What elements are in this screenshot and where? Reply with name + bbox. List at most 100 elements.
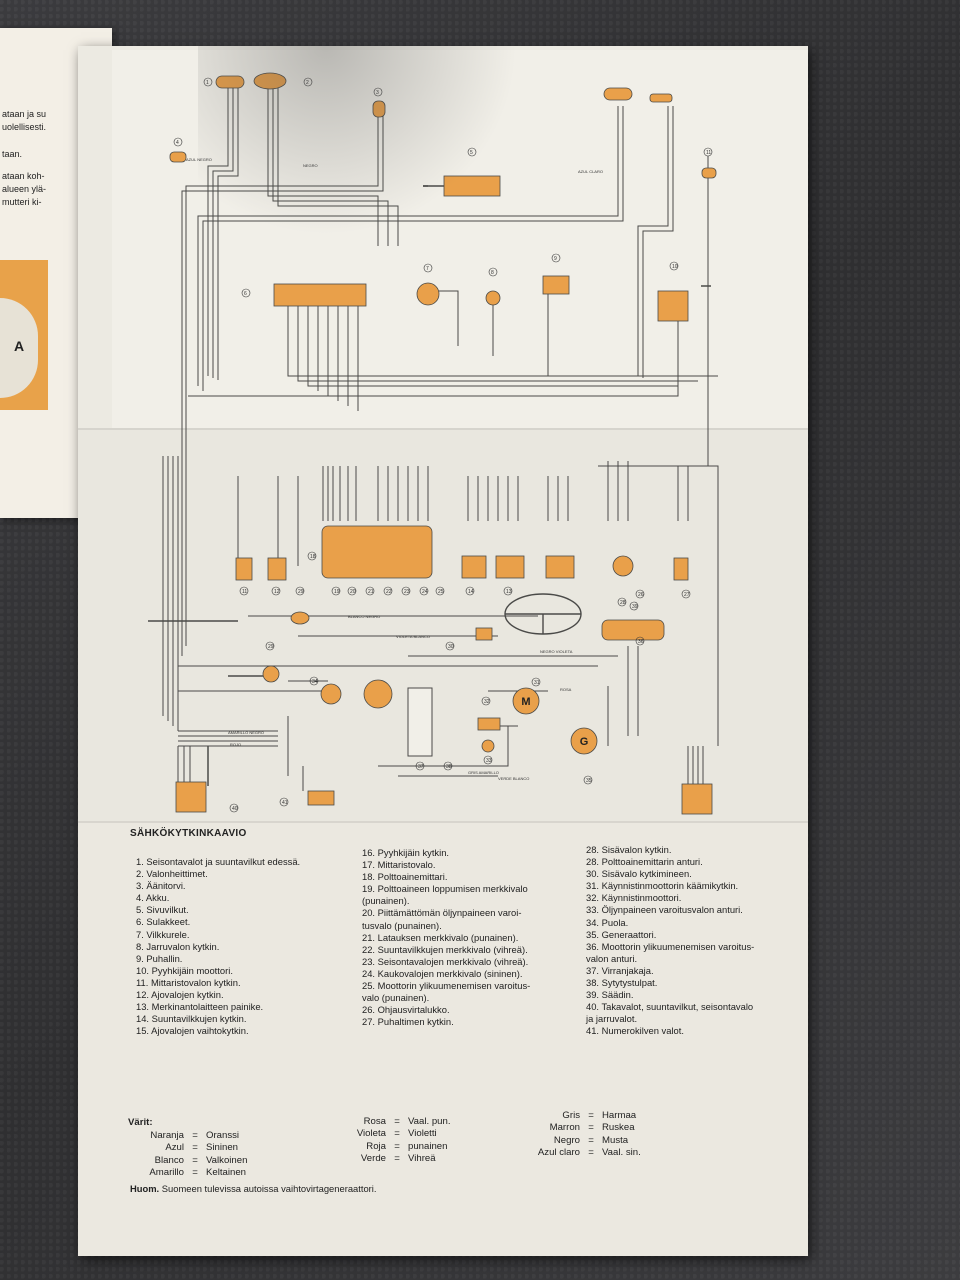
legend-item: 12. Ajovalojen kytkin. [136,989,224,1001]
callout-number: 21 [368,589,374,595]
callout-number: 37 [418,764,424,770]
blower-switch-icon [673,557,689,581]
callout-number: 30 [448,644,454,650]
legend-item: 36. Moottorin ylikuumenemisen varoitus- [586,940,755,952]
callout-number: 23 [404,589,410,595]
legend-item: 31. Käynnistinmoottorin käämikytkin. [586,880,739,892]
callout-number: 10 [672,264,678,270]
legend-item: 22. Suuntavilkkujen merkkivalo (vihreä). [362,943,528,955]
wiring-diagram: M G 1 2 3 4 5 6 7 8 9 10 11 [148,72,719,815]
legend-item: 40. Takavalot, suuntavilkut, seisontaval… [586,1001,754,1013]
rear-lamp-left-icon [175,781,207,813]
wire-label: AZUL NEGRO [186,157,212,162]
callout-number: 1 [206,80,209,86]
legend-item: valo (punainen). [362,992,430,1004]
callout-number: 18 [310,554,316,560]
number-callouts: 1 2 3 4 5 6 7 8 9 10 11 11 12 [173,77,713,813]
legend-item: 3. Äänitorvi. [136,880,186,892]
color-row: Blanco=Valkoinen [154,1154,248,1166]
callout-number: 6 [244,291,247,297]
colors-group-2: Rosa=Vaal. pun. Violeta=Violetti Roja=pu… [332,1116,451,1166]
legend-item: 15. Ajovalojen vaihtokytkin. [136,1025,249,1037]
legend-item: 19. Polttoaineen loppumisen merkkivalo [362,883,528,895]
callout-number: 9 [554,256,557,262]
legend-item: 11. Mittaristovalon kytkin. [136,976,241,988]
legend-item: 41. Numerokilven valot. [586,1025,684,1037]
legend-item: 32. Käynnistinmoottori. [586,892,682,904]
wire-label: GRIS AMARILLO [468,770,499,775]
note: Huom. Suomeen tulevissa autoissa vaihtov… [130,1183,377,1194]
legend-item: tusvalo (punainen). [362,919,442,931]
oil-pressure-sensor-icon [477,717,501,731]
spark-plugs-icon [407,687,433,757]
fuse-box-icon [443,175,501,197]
fuses-block-icon [273,283,367,307]
legend-item: 27. Puhaltimen kytkin. [362,1016,454,1028]
legend-item: 14. Suuntavilkkujen kytkin. [136,1013,247,1025]
starter-motor-icon [512,687,540,715]
callout-number: 5 [470,150,473,156]
side-indicator-icon [169,151,187,163]
legend-item: 17. Mittaristovalo. [362,859,436,871]
legend-item: ja jarruvalot. [586,1013,638,1025]
signal-button-icon [461,555,487,579]
front-lamp-left-icon [215,75,245,89]
orange-components-middle [175,525,713,815]
legend-item: 5. Sivuvilkut. [136,904,189,916]
callout-number: 32 [484,699,490,705]
callout-number: 22 [386,589,392,595]
generator-icon [570,727,598,755]
legend-item: 38. Sytytystulpat. [586,977,658,989]
colors-title: Värit: [128,1117,153,1128]
callout-number: 39 [632,604,638,610]
booklet-line: uolellisesti. [2,122,47,132]
instrument-cluster-icon [321,525,433,579]
callout-number: 8 [491,270,494,276]
oil-sender-icon [481,739,495,753]
legend-item: 7. Vilkkurele. [136,928,190,940]
rear-lamp-right-icon [681,783,713,815]
wiper-motor-icon [657,290,689,322]
wire-label: BLANCO NEGRO [348,614,380,619]
wire-label: ROJO [230,742,241,747]
booklet-line: ataan koh- [2,171,45,181]
legend-item: 1. Seisontavalot ja suuntavilkut edessä. [136,856,301,867]
callout-number: 11 [706,150,711,156]
color-row: Gris=Harmaa [562,1110,637,1121]
legend-item: 25. Moottorin ylikuumenemisen varoitus- [362,980,531,992]
legend-column-1: 1. Seisontavalot ja suuntavilkut edessä.… [136,856,300,1037]
callout-number: 29 [298,589,304,595]
flasher-relay-icon [416,282,440,306]
booklet-line: alueen ylä- [2,184,47,194]
legend-item: 13. Merkinantolaitteen painike. [136,1001,264,1013]
callout-number: 2 [306,80,309,86]
legend-item: 9. Puhallin. [136,952,183,964]
color-row: Rosa=Vaal. pun. [363,1116,451,1127]
fold-line [78,428,808,430]
fold-line [78,821,808,823]
dip-switch-icon [545,555,575,579]
callout-number: 4 [176,140,179,146]
headlamp-right-icon [649,93,673,103]
color-row: Azul claro=Vaal. sin. [537,1147,641,1159]
wire-label: VIOLETA BLANCO [396,634,430,639]
legend-column-3: 28. Sisävalon kytkin. 28. Polttoainemitt… [586,844,754,1038]
legend-item: 30. Sisävalo kytkimineen. [586,868,692,880]
callout-number: 13 [506,589,512,595]
callout-number: 34 [312,679,318,685]
side-indicator-right-icon [701,167,717,179]
callout-number: 12 [274,589,280,595]
note-text: Suomeen tulevissa autoissa vaihtovirtage… [161,1183,377,1194]
legend-item: 20. Piittämättömän öljynpaineen varoi- [362,907,522,919]
color-row: Azul=Sininen [165,1142,239,1154]
legend-item: 28. Polttoainemittarin anturi. [586,856,703,868]
legend-item: 28. Sisävalon kytkin. [586,844,672,855]
sheet-bottom-panel [78,821,808,1256]
callout-number: 26 [638,592,644,598]
wire-bundle [162,86,719,791]
generator-letter: G [580,736,589,748]
booklet-callout-letter: A [14,338,25,354]
paper-shadow [198,46,518,236]
number-plate-light-icon [307,790,335,806]
orange-components-top [169,72,717,322]
